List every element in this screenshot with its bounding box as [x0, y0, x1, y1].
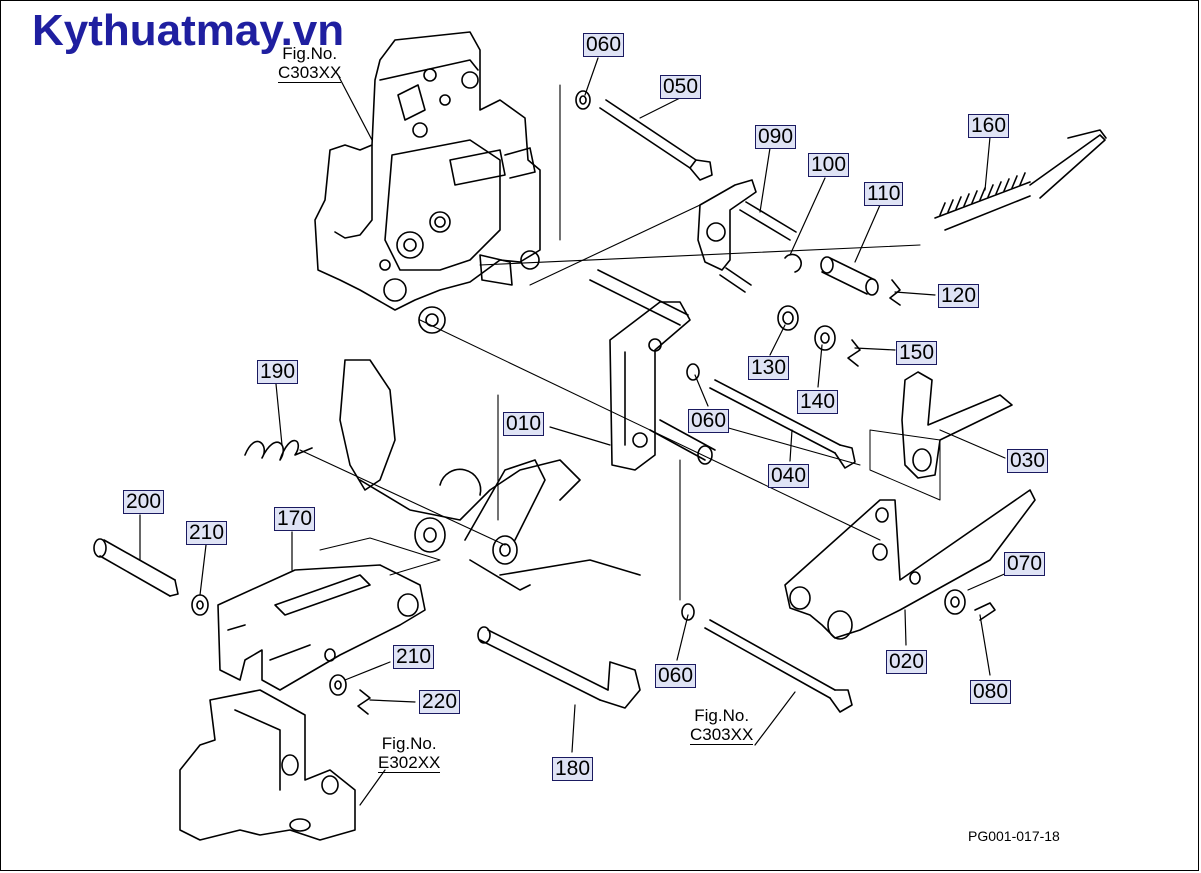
figure-ref-mount[interactable]: Fig.No. E302XX: [378, 734, 441, 773]
bolt-lower: [704, 619, 853, 713]
bolt-040: [709, 379, 856, 469]
washer-140: [814, 325, 836, 351]
part-callout-030[interactable]: 030: [1007, 449, 1049, 473]
bracket-090: [697, 179, 797, 293]
cotter-pin-220: [357, 689, 371, 715]
control-valve-body: [314, 31, 541, 334]
figure-ref-code: C303XX: [690, 725, 754, 745]
pin-110: [820, 256, 879, 296]
washer-210-lower: [329, 674, 347, 696]
part-callout-220[interactable]: 220: [419, 690, 461, 714]
part-callout-060[interactable]: 060: [655, 664, 697, 688]
part-callout-110[interactable]: 110: [864, 182, 904, 206]
part-callout-060[interactable]: 060: [583, 33, 625, 57]
part-callout-080[interactable]: 080: [970, 680, 1012, 704]
washer-060-mid: [686, 363, 700, 381]
pin-200: [93, 538, 179, 597]
figure-ref-code: E302XX: [378, 753, 441, 773]
part-callout-010[interactable]: 010: [503, 412, 545, 436]
part-callout-070[interactable]: 070: [1004, 552, 1046, 576]
figure-ref-code: C303XX: [278, 63, 342, 83]
figure-ref-top[interactable]: Fig.No. C303XX: [278, 44, 342, 83]
washer-060-top: [575, 90, 591, 110]
arm-020: [784, 489, 1036, 640]
part-callout-150[interactable]: 150: [896, 341, 938, 365]
part-callout-040[interactable]: 040: [768, 464, 810, 488]
part-callout-180[interactable]: 180: [552, 757, 594, 781]
part-callout-090[interactable]: 090: [755, 125, 797, 149]
figure-ref-label: Fig.No.: [694, 706, 750, 725]
figure-ref-label: Fig.No.: [282, 44, 338, 63]
part-callout-100[interactable]: 100: [808, 153, 850, 177]
watermark-logo: Kythuatmay.vn: [32, 6, 345, 55]
part-callout-190[interactable]: 190: [257, 360, 299, 384]
part-callout-120[interactable]: 120: [938, 284, 980, 308]
cotter-pin-080: [974, 602, 996, 621]
link-bracket-010: [589, 269, 691, 471]
lower-mount: [179, 689, 356, 841]
shaft-010: [649, 419, 716, 465]
bracket-170: [217, 537, 441, 691]
spring-160: [934, 129, 1107, 231]
leader-lines: [139, 57, 1026, 806]
lift-arm-linkage: [339, 359, 641, 591]
assembly-lines: [299, 84, 921, 601]
part-callout-210[interactable]: 210: [393, 645, 435, 669]
diagram-id: PG001-017-18: [968, 828, 1060, 844]
spring-pin-190: [244, 439, 313, 461]
part-callout-200[interactable]: 200: [123, 490, 165, 514]
pin-180: [477, 626, 641, 709]
part-callout-170[interactable]: 170: [274, 507, 316, 531]
part-callout-020[interactable]: 020: [886, 650, 928, 674]
part-callout-210[interactable]: 210: [186, 521, 228, 545]
part-callout-160[interactable]: 160: [968, 114, 1010, 138]
washer-060-low: [681, 603, 695, 621]
bolt-050: [599, 99, 713, 181]
washer-210: [191, 594, 209, 616]
figure-ref-bottom[interactable]: Fig.No. C303XX: [690, 706, 754, 745]
cotter-pin-120: [889, 279, 901, 306]
part-callout-060[interactable]: 060: [688, 409, 730, 433]
figure-ref-label: Fig.No.: [381, 734, 437, 753]
lever-030: [869, 371, 1013, 501]
part-callout-140[interactable]: 140: [797, 390, 839, 414]
snap-ring-100: [784, 253, 802, 273]
washer-070: [944, 589, 966, 615]
bushing-130: [777, 305, 799, 331]
part-callout-130[interactable]: 130: [748, 356, 790, 380]
cotter-pin-150: [847, 339, 861, 367]
part-callout-050[interactable]: 050: [660, 75, 702, 99]
